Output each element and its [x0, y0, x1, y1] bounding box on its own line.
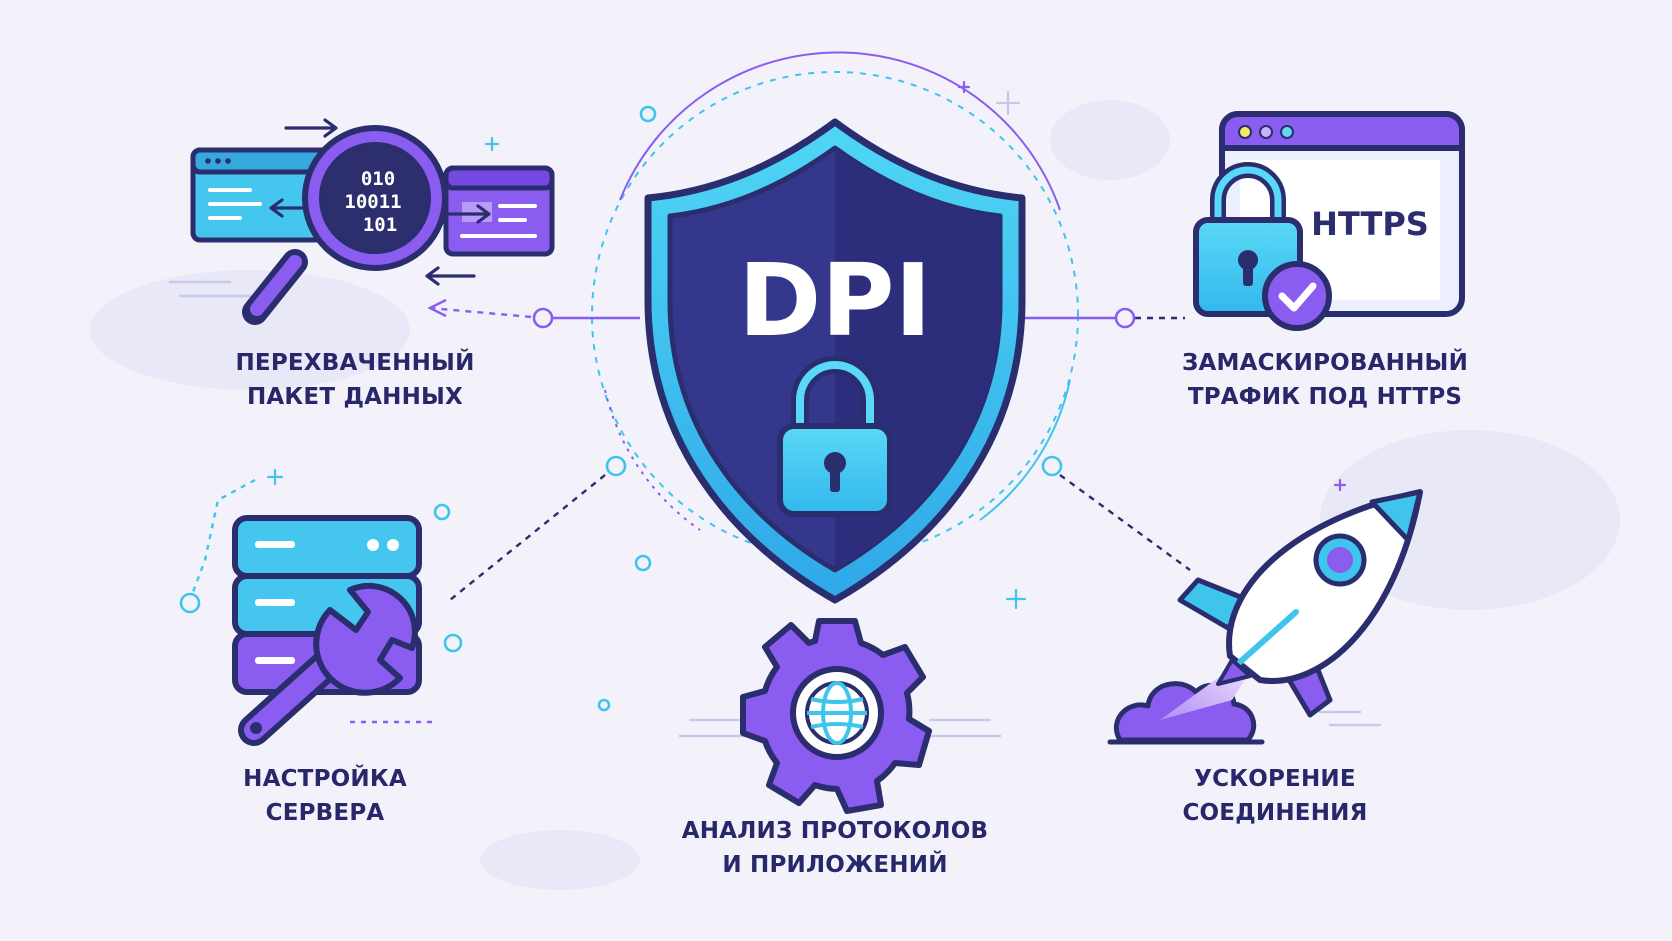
caption-https-traffic: ЗАМАСКИРОВАННЫЙ ТРАФИК ПОД HTTPS: [1150, 346, 1500, 414]
caption-intercepted-packet: ПЕРЕХВАЧЕННЫЙ ПАКЕТ ДАННЫХ: [200, 346, 510, 414]
caption-connection-speedup-line-1: УСКОРЕНИЕ: [1194, 766, 1356, 792]
shield-label: DPI: [738, 242, 932, 359]
caption-intercepted-packet-line-1: ПЕРЕХВАЧЕННЫЙ: [235, 350, 475, 376]
check-badge-icon: [1262, 261, 1332, 331]
caption-intercepted-packet-line-2: ПАКЕТ ДАННЫХ: [246, 384, 463, 410]
connector-nodes: [179, 105, 1136, 712]
intercepted-packet-illustration: 010 10011 101: [190, 118, 555, 325]
protocol-analysis-illustration: [740, 618, 932, 814]
caption-server-setup: НАСТРОЙКА СЕРВЕРА: [200, 762, 450, 830]
dpi-shield: DPI: [644, 118, 1026, 604]
globe-icon: [805, 681, 869, 745]
binary-line-1: 010: [361, 168, 395, 190]
caption-connection-speedup-line-2: СОЕДИНЕНИЯ: [1182, 800, 1368, 826]
caption-connection-speedup: УСКОРЕНИЕ СОЕДИНЕНИЯ: [1150, 762, 1400, 830]
connector-lines: [188, 298, 1191, 724]
https-badge: HTTPS: [1311, 205, 1429, 243]
caption-https-traffic-line-2: ТРАФИК ПОД HTTPS: [1187, 384, 1463, 410]
caption-protocol-analysis-line-2: И ПРИЛОЖЕНИЙ: [722, 852, 948, 878]
binary-line-2: 10011: [344, 191, 401, 213]
caption-server-setup-line-1: НАСТРОЙКА: [243, 766, 407, 792]
caption-protocol-analysis: АНАЛИЗ ПРОТОКОЛОВ И ПРИЛОЖЕНИЙ: [660, 814, 1010, 882]
padlock-icon: [1193, 162, 1303, 317]
rocket-icon: [1177, 489, 1423, 718]
caption-server-setup-line-2: СЕРВЕРА: [265, 800, 385, 826]
caption-https-traffic-line-1: ЗАМАСКИРОВАННЫЙ: [1181, 350, 1469, 376]
background-blobs: [90, 100, 1620, 890]
wrench-icon: [238, 582, 418, 746]
caption-protocol-analysis-line-1: АНАЛИЗ ПРОТОКОЛОВ: [681, 818, 989, 844]
binary-line-3: 101: [363, 214, 397, 236]
gear-icon: [740, 618, 932, 814]
https-traffic-illustration: HTTPS: [1193, 111, 1465, 331]
rocket-illustration: [1107, 489, 1423, 745]
lock-icon: [777, 356, 893, 517]
server-setup-illustration: [232, 515, 422, 746]
sparkle-icons: [266, 80, 1347, 610]
